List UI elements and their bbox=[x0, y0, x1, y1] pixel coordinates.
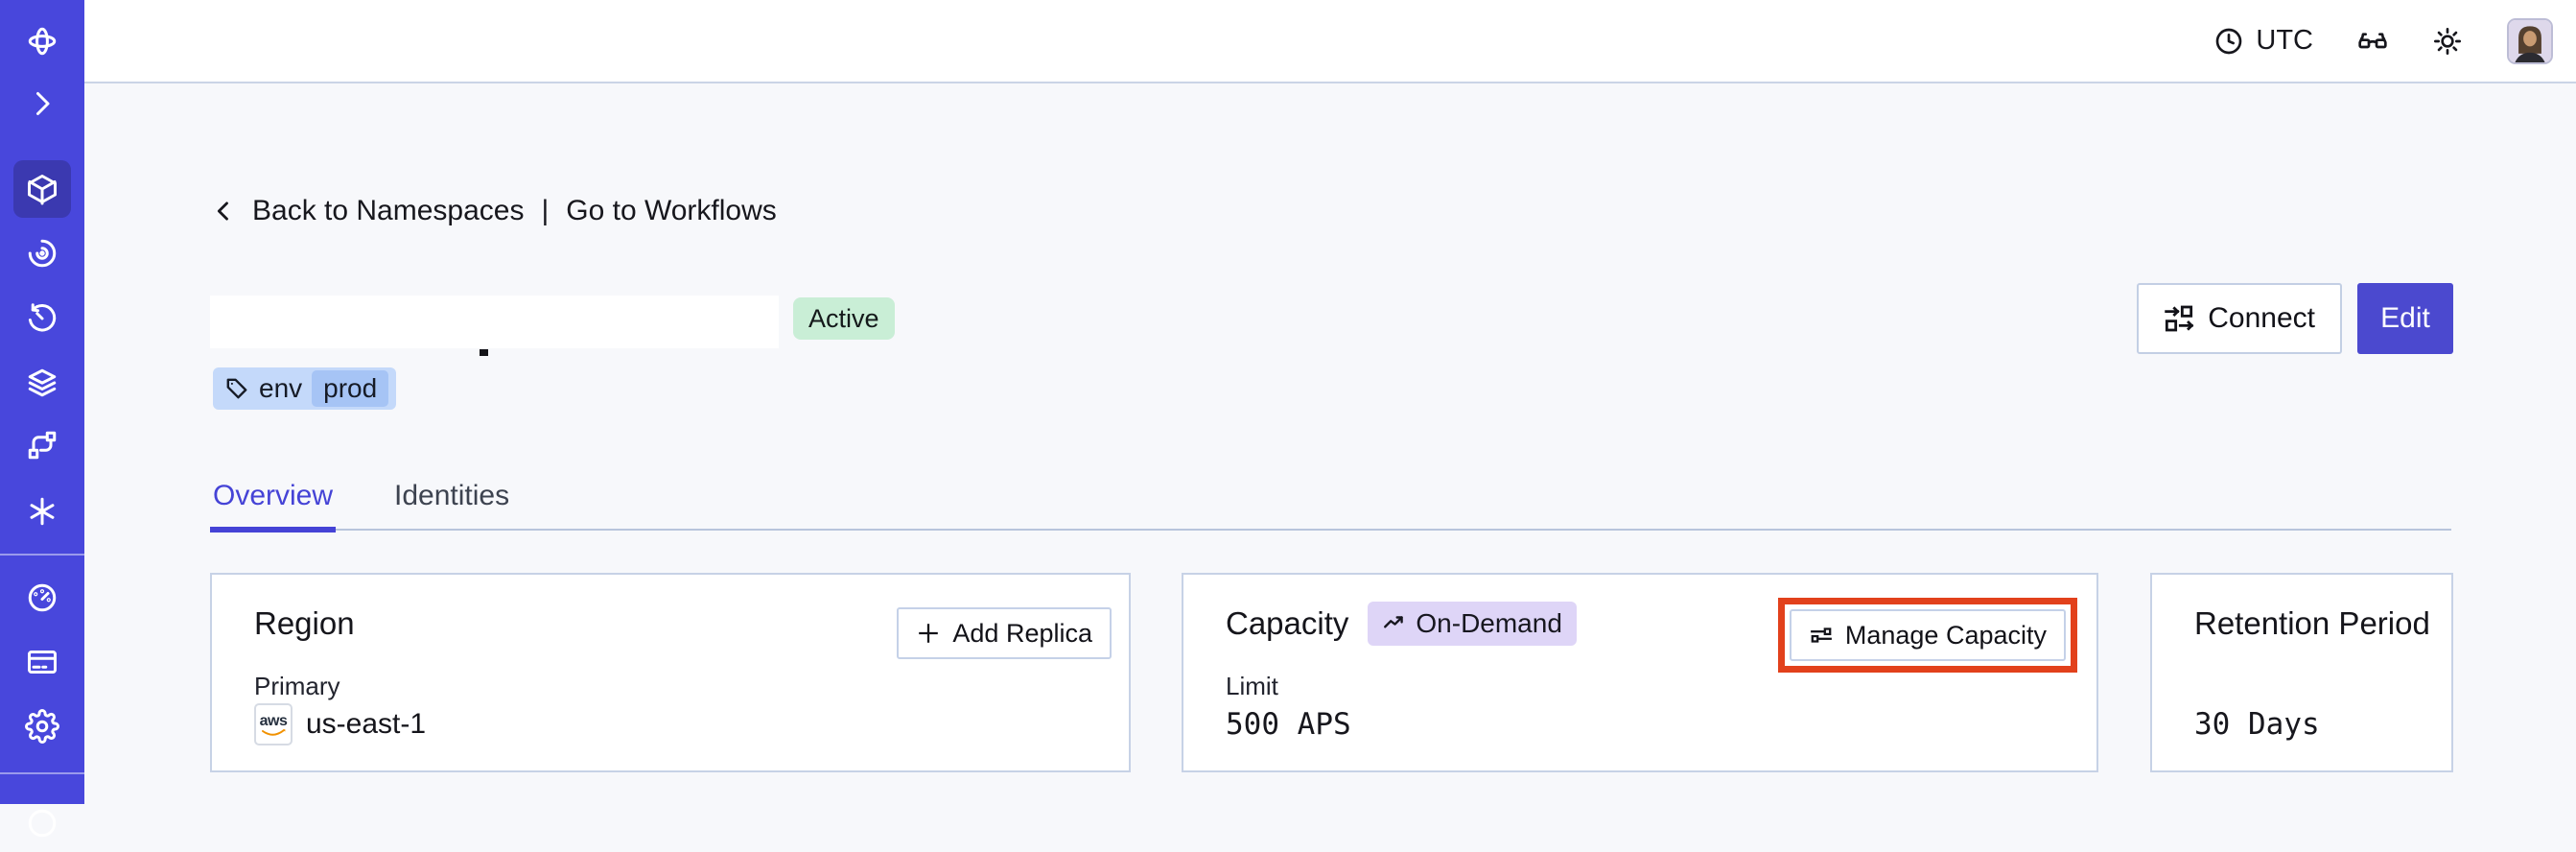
retention-value: 30 Days bbox=[2194, 707, 2320, 742]
sidebar-item-nexus[interactable] bbox=[13, 416, 71, 474]
limit-label: Limit bbox=[1226, 672, 1278, 700]
tab-overview[interactable]: Overview bbox=[210, 480, 337, 532]
add-replica-label: Add Replica bbox=[952, 618, 1092, 648]
sidebar-item-usage[interactable] bbox=[13, 569, 71, 627]
manage-capacity-button[interactable]: Manage Capacity bbox=[1789, 609, 2066, 661]
capacity-card-title: Capacity bbox=[1226, 605, 1349, 641]
tag-key: env bbox=[259, 373, 303, 403]
connect-icon bbox=[2165, 305, 2194, 332]
region-value-row: aws us-east-1 bbox=[254, 703, 426, 746]
region-value: us-east-1 bbox=[306, 708, 427, 740]
sidebar-item-settings[interactable] bbox=[13, 698, 71, 755]
aws-logo: aws bbox=[254, 703, 293, 746]
billing-card-icon bbox=[28, 651, 57, 674]
labs-glasses-icon[interactable] bbox=[2357, 26, 2388, 57]
add-replica-button[interactable]: Add Replica bbox=[897, 607, 1112, 659]
ondemand-badge: On-Demand bbox=[1368, 602, 1577, 646]
sidebar-item-insights[interactable] bbox=[13, 225, 71, 282]
tab-identities[interactable]: Identities bbox=[394, 480, 510, 511]
topbar: UTC bbox=[84, 0, 2576, 83]
breadcrumb: Back to Namespaces | Go to Workflows bbox=[210, 195, 777, 227]
edit-button[interactable]: Edit bbox=[2357, 283, 2453, 354]
status-badge-label: Active bbox=[808, 303, 879, 333]
clock-icon bbox=[2216, 28, 2242, 54]
status-badge: Active bbox=[793, 297, 895, 340]
aws-word: aws bbox=[259, 713, 288, 729]
go-to-workflows-link[interactable]: Go to Workflows bbox=[566, 195, 777, 226]
sidebar-item-ai[interactable] bbox=[13, 483, 71, 540]
region-card: Region Add Replica Primary aws us-east-1 bbox=[210, 573, 1131, 772]
sliders-icon bbox=[1810, 627, 1832, 643]
retention-card: Retention Period 30 Days bbox=[2150, 573, 2453, 772]
retention-card-title: Retention Period bbox=[2194, 605, 2430, 641]
theme-sun-icon[interactable] bbox=[2432, 26, 2463, 57]
sidebar-divider bbox=[0, 554, 84, 556]
redacted-namespace-title bbox=[210, 296, 779, 348]
history-clock-icon bbox=[28, 303, 57, 332]
red-annotation-highlight: Manage Capacity bbox=[1777, 598, 2077, 673]
namespace-tag[interactable]: env prod bbox=[213, 367, 397, 410]
capacity-value: 500 APS bbox=[1226, 707, 1351, 742]
sidebar-item-account[interactable] bbox=[13, 794, 71, 852]
timezone-selector[interactable]: UTC bbox=[2213, 25, 2313, 57]
namespaces-cube-icon bbox=[28, 175, 57, 205]
nexus-branch-icon bbox=[28, 431, 57, 460]
tag-icon bbox=[226, 378, 247, 399]
temporal-logo-icon[interactable] bbox=[13, 12, 71, 70]
trending-up-icon bbox=[1384, 616, 1404, 628]
edit-label: Edit bbox=[2380, 302, 2430, 334]
capacity-card: Capacity On-Demand Manage Capacity Limit… bbox=[1182, 573, 2098, 772]
sidebar-nav bbox=[0, 0, 84, 838]
expand-chevron-icon[interactable] bbox=[13, 75, 71, 132]
redaction-artifact bbox=[480, 349, 488, 356]
tag-value: prod bbox=[312, 370, 389, 407]
ai-asterisk-icon bbox=[30, 497, 55, 526]
manage-capacity-label: Manage Capacity bbox=[1844, 620, 2047, 650]
usage-gauge-icon bbox=[28, 583, 57, 612]
aws-smile bbox=[262, 729, 286, 736]
sidebar-item-history[interactable] bbox=[13, 290, 71, 347]
settings-gear-icon bbox=[25, 709, 59, 744]
account-circle-icon bbox=[28, 809, 57, 838]
plus-icon bbox=[919, 624, 939, 643]
sidebar-item-billing[interactable] bbox=[13, 633, 71, 691]
timezone-label: UTC bbox=[2256, 25, 2313, 56]
ondemand-label: On-Demand bbox=[1416, 608, 1562, 638]
breadcrumb-separator: | bbox=[541, 195, 550, 226]
header-actions: Connect Edit bbox=[2137, 283, 2453, 354]
sidebar-divider bbox=[0, 772, 84, 774]
connect-label: Connect bbox=[2208, 302, 2315, 334]
sidebar-item-namespaces[interactable] bbox=[13, 160, 71, 218]
back-to-namespaces-link[interactable]: Back to Namespaces bbox=[252, 195, 525, 226]
region-card-title: Region bbox=[254, 605, 355, 641]
user-avatar[interactable] bbox=[2507, 17, 2553, 64]
sidebar-item-stacks[interactable] bbox=[13, 354, 71, 412]
stacks-layers-icon bbox=[28, 368, 57, 397]
connect-button[interactable]: Connect bbox=[2137, 283, 2342, 354]
tab-bar: Overview Identities bbox=[210, 480, 2451, 532]
back-chevron-icon[interactable] bbox=[210, 198, 237, 225]
primary-label: Primary bbox=[254, 672, 340, 700]
capacity-title-row: Capacity On-Demand bbox=[1226, 602, 1577, 646]
insights-eye-icon bbox=[28, 239, 57, 268]
